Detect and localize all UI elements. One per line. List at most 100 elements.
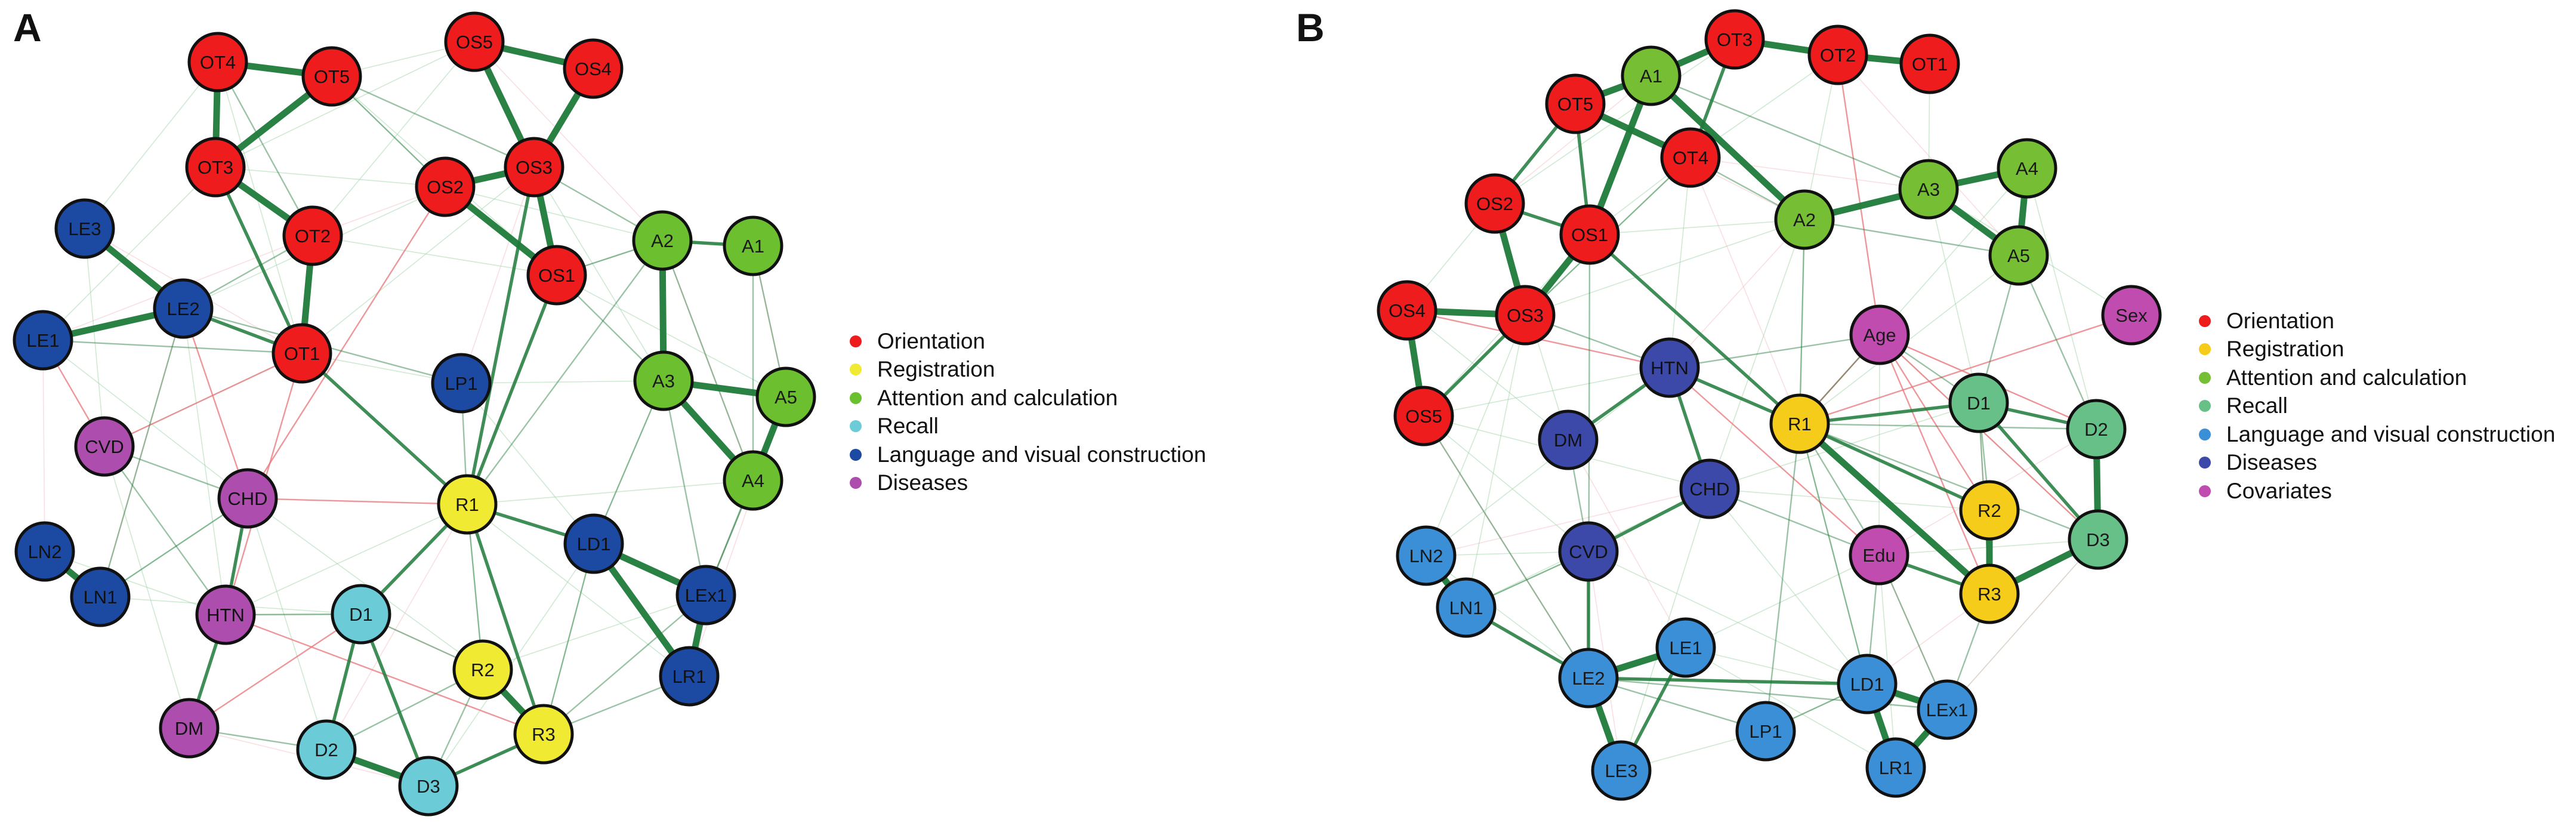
faint-edge bbox=[84, 61, 218, 229]
node-label: OT1 bbox=[284, 343, 320, 364]
negative-edge bbox=[1799, 314, 2132, 425]
node-os4: OS4 bbox=[563, 38, 624, 99]
positive-edge bbox=[465, 503, 545, 736]
node-label: OT3 bbox=[198, 157, 233, 178]
node-circle bbox=[452, 639, 513, 700]
positive-edge bbox=[465, 273, 559, 506]
faint-edge bbox=[301, 167, 535, 354]
node-label: DM bbox=[175, 718, 203, 739]
faint-edge bbox=[533, 167, 664, 381]
faint-edge bbox=[215, 167, 446, 187]
node-label: CHD bbox=[1689, 479, 1729, 500]
node-circle bbox=[153, 278, 214, 339]
node-label: LN2 bbox=[1409, 546, 1443, 566]
node-lex1: LEx1 bbox=[675, 565, 736, 626]
faint-edge bbox=[2026, 168, 2097, 430]
positive-edge bbox=[1708, 488, 1880, 556]
node-circle bbox=[1898, 159, 1959, 220]
node-label: LEx1 bbox=[685, 585, 727, 606]
node-ot5: OT5 bbox=[301, 46, 362, 107]
node-d1: D1 bbox=[331, 584, 391, 645]
node-label: A1 bbox=[1640, 66, 1662, 87]
node-label: D2 bbox=[2084, 419, 2108, 440]
positive-edge bbox=[1977, 401, 2100, 541]
positive-edge bbox=[2017, 254, 2097, 430]
node-ln1: LN1 bbox=[70, 566, 131, 627]
node-circle bbox=[1917, 679, 1977, 740]
positive-edge bbox=[1588, 233, 1801, 426]
faint-edge bbox=[42, 340, 248, 499]
node-label: D2 bbox=[314, 740, 338, 760]
node-d2: D2 bbox=[296, 719, 357, 780]
faint-edge bbox=[1685, 647, 1896, 768]
faint-edge bbox=[42, 167, 216, 341]
node-circle bbox=[1849, 525, 1909, 586]
node-circle bbox=[272, 323, 332, 384]
legend-item-orientation: Orientation bbox=[2199, 307, 2555, 335]
panel-a-letter: A bbox=[13, 5, 42, 50]
node-label: R3 bbox=[1977, 584, 2001, 605]
positive-edge bbox=[1798, 422, 1991, 512]
node-circle bbox=[1769, 393, 1830, 454]
node-edu: Edu bbox=[1849, 525, 1909, 586]
node-os2: OS2 bbox=[415, 156, 476, 217]
node-circle bbox=[1538, 409, 1599, 470]
node-circle bbox=[398, 756, 459, 816]
positive-edge bbox=[1796, 420, 1993, 597]
legend-item-attention: Attention and calculation bbox=[850, 384, 1206, 412]
legend-dot bbox=[2199, 428, 2211, 440]
node-r1: R1 bbox=[1769, 393, 1830, 454]
node-d2: D2 bbox=[2066, 399, 2127, 460]
node-label: R1 bbox=[1788, 414, 1812, 435]
node-label: OS1 bbox=[538, 265, 575, 286]
node-label: OS3 bbox=[516, 157, 553, 178]
legend-label: Language and visual construction bbox=[2226, 421, 2556, 446]
node-r3: R3 bbox=[513, 704, 574, 765]
node-label: OT2 bbox=[1820, 45, 1856, 66]
node-label: LE3 bbox=[1605, 760, 1637, 781]
faint-edge bbox=[42, 340, 45, 552]
faint-edge bbox=[1878, 554, 1896, 768]
node-label: D1 bbox=[1967, 393, 1991, 414]
positive-edge bbox=[465, 165, 536, 506]
faint-edge bbox=[1709, 488, 1990, 511]
node-circle bbox=[14, 521, 75, 582]
legend-label: Covariates bbox=[2226, 478, 2332, 503]
node-circle bbox=[563, 38, 624, 99]
node-d3: D3 bbox=[2068, 509, 2128, 570]
node-label: A3 bbox=[652, 371, 675, 392]
node-a5: A5 bbox=[1988, 225, 2049, 286]
node-circle bbox=[1639, 337, 1700, 398]
faint-edge bbox=[312, 41, 475, 236]
faint-edge bbox=[474, 41, 663, 241]
positive-edge bbox=[1423, 415, 1590, 679]
node-label: OS2 bbox=[427, 177, 464, 198]
node-chd: CHD bbox=[1679, 458, 1740, 519]
legend-label: Recall bbox=[2226, 393, 2288, 418]
node-d3: D3 bbox=[398, 756, 459, 816]
legend-item-attention: Attention and calculation bbox=[2199, 363, 2555, 392]
node-label: CHD bbox=[227, 488, 267, 509]
legend-dot bbox=[850, 392, 862, 404]
node-circle bbox=[632, 210, 693, 271]
node-label: OS4 bbox=[575, 58, 612, 79]
node-r2: R2 bbox=[1959, 480, 2020, 541]
faint-edge bbox=[1525, 219, 1805, 316]
legend-item-registration: Registration bbox=[2199, 335, 2555, 364]
node-circle bbox=[723, 215, 783, 276]
node-circle bbox=[2101, 285, 2162, 346]
positive-edge bbox=[331, 75, 535, 168]
node-circle bbox=[659, 646, 720, 707]
node-label: D3 bbox=[417, 776, 440, 797]
node-os3: OS3 bbox=[504, 137, 564, 198]
node-circle bbox=[301, 46, 362, 107]
node-label: R3 bbox=[532, 724, 556, 745]
faint-edge bbox=[467, 504, 690, 677]
faint-edge bbox=[1709, 219, 1805, 489]
node-circle bbox=[513, 704, 574, 765]
node-label: LD1 bbox=[577, 534, 611, 554]
node-lp1: LP1 bbox=[1735, 701, 1796, 762]
node-cvd: CVD bbox=[1558, 521, 1619, 582]
node-label: OT4 bbox=[200, 52, 236, 73]
